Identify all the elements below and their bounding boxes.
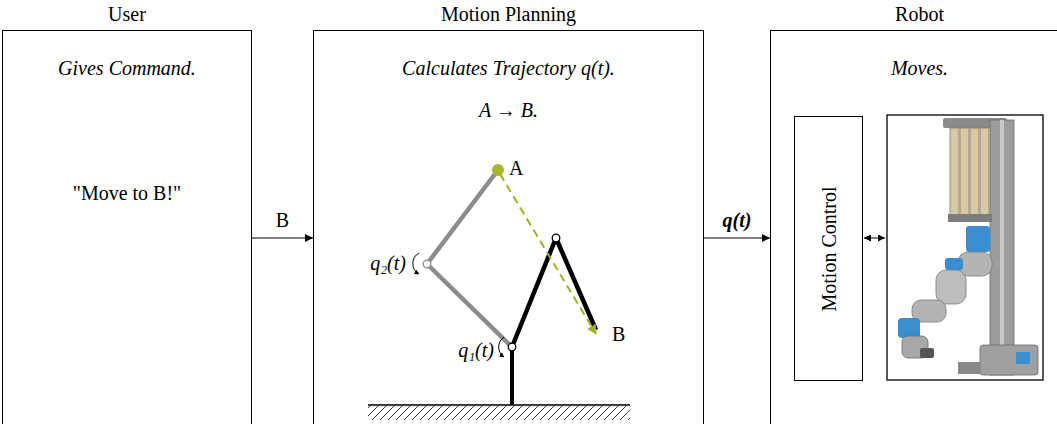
end-pose	[512, 238, 596, 347]
control-label: Motion Control	[818, 186, 840, 311]
rotation-arc	[499, 337, 504, 357]
control-box: Motion Control	[794, 116, 863, 381]
edge-label: B	[274, 209, 291, 231]
start-pose	[427, 170, 512, 347]
joint	[423, 260, 431, 268]
box-caption: Calculates Trajectory q(t).	[314, 57, 703, 79]
box-heading: User	[3, 3, 251, 25]
point-label: A	[509, 157, 523, 179]
task-text: A → B.	[314, 99, 703, 121]
rotation-arc	[413, 253, 419, 274]
flow-arrow	[252, 238, 313, 239]
box-caption: Gives Command.	[3, 57, 251, 79]
joint	[508, 343, 516, 351]
point-a	[492, 164, 504, 176]
path-arrow	[500, 174, 596, 334]
joint-angle-label: q₂(t)	[370, 252, 406, 274]
box-heading: Motion Planning	[314, 3, 703, 25]
bidirectional-arrow	[864, 238, 885, 239]
flow-arrow	[704, 238, 770, 239]
joint	[552, 234, 560, 242]
edge-label: q(t)	[721, 209, 754, 231]
robot-box: RobotMoves.Motion Control	[770, 30, 1057, 424]
robot-photo	[887, 115, 1043, 380]
point-label: B	[612, 323, 625, 345]
joint-angle-label: q₁(t)	[458, 339, 494, 361]
ground	[368, 405, 630, 420]
base-link	[510, 347, 514, 405]
command-text: "Move to B!"	[3, 182, 251, 204]
box-heading: Robot	[771, 3, 1057, 25]
box-caption: Moves.	[771, 57, 1057, 79]
planning-box: Motion PlanningCalculates Trajectory q(t…	[313, 30, 704, 424]
user-box: UserGives Command."Move to B!"	[2, 30, 252, 424]
